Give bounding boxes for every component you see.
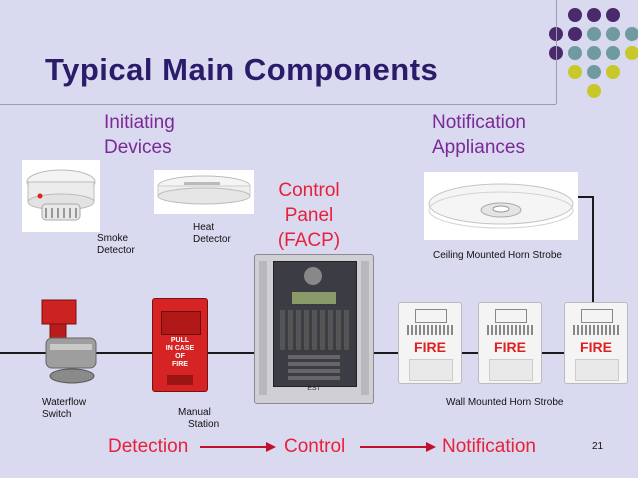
in-case-text: IN CASE (165, 345, 195, 352)
wall-horn-strobe-3: FIRE (564, 302, 628, 384)
initiating-devices-label: Initiating Devices (104, 112, 175, 158)
flow-detection: Detection (108, 436, 189, 457)
wall-horn-strobe-2: FIRE (478, 302, 542, 384)
control-panel-image: EST (254, 254, 374, 404)
manual-station-caption: Manual Station (178, 407, 220, 430)
wiring-vertical (592, 196, 594, 306)
ceiling-horn-strobe-image (424, 172, 578, 240)
corner-divider (556, 0, 557, 104)
wall-horn-strobe-caption: Wall Mounted Horn Strobe (446, 397, 564, 408)
decorative-dot-grid (549, 0, 638, 104)
est-logo-text: EST (307, 385, 321, 392)
fire-text-3: FIRE (580, 339, 612, 355)
wiring-right (372, 352, 400, 354)
control-panel-label: Control Panel (FACP) (277, 180, 341, 251)
waterflow-switch-caption: Waterflow Switch (42, 397, 87, 420)
wiring-strobes (460, 352, 490, 354)
arrow-right-icon-2 (360, 442, 436, 452)
heat-detector-image (154, 170, 254, 214)
wiring-strobes-2 (538, 352, 566, 354)
of-text: OF (175, 353, 185, 360)
smoke-detector-caption: Smoke Detector (97, 233, 135, 256)
notification-appliances-label: Notification Appliances (432, 112, 526, 158)
pull-fire-text: FIRE (172, 361, 188, 368)
title-divider (0, 104, 556, 105)
manual-pull-station-image: PULL IN CASE OF FIRE (152, 298, 208, 392)
flow-notification: Notification (442, 436, 536, 457)
arrow-right-icon (200, 442, 276, 452)
heat-detector-caption: Heat Detector (193, 222, 231, 245)
pull-text: PULL (170, 337, 190, 344)
flow-control: Control (284, 436, 346, 457)
wall-horn-strobe-1: FIRE (398, 302, 462, 384)
page-number: 21 (592, 441, 604, 452)
ceiling-horn-strobe-caption: Ceiling Mounted Horn Strobe (433, 250, 562, 261)
slide-title: Typical Main Components (45, 52, 439, 87)
wiring-top (578, 196, 594, 198)
fire-text-2: FIRE (494, 339, 526, 355)
waterflow-switch-image (41, 299, 97, 384)
smoke-detector-image (22, 160, 100, 232)
wiring-left (0, 352, 254, 354)
fire-text-1: FIRE (414, 339, 446, 355)
